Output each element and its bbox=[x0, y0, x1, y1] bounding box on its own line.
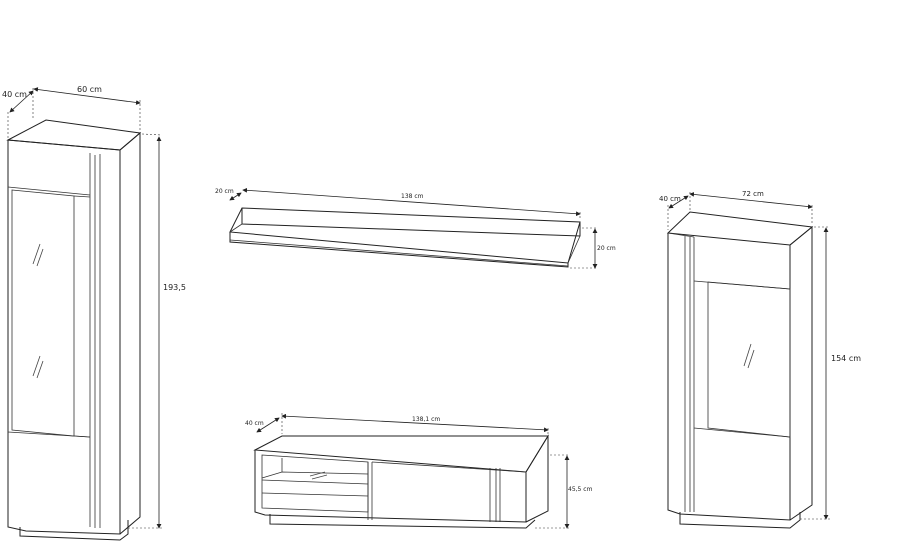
vitrine-width-label: 72 cm bbox=[742, 190, 764, 198]
vitrine-height-label: 154 cm bbox=[831, 354, 861, 363]
tall-cabinet: 40 cm 60 cm 193,5 bbox=[2, 85, 186, 541]
shelf-width-label: 138 cm bbox=[401, 193, 424, 200]
tv-depth-label: 40 cm bbox=[245, 420, 264, 427]
tall-height-label: 193,5 bbox=[163, 283, 186, 292]
tall-width-label: 60 cm bbox=[77, 85, 102, 94]
shelf-height-label: 20 cm bbox=[597, 245, 616, 252]
tv-height-label: 45,5 cm bbox=[568, 486, 593, 493]
tall-depth-label: 40 cm bbox=[2, 90, 27, 99]
shelf-depth-label: 20 cm bbox=[215, 188, 234, 195]
wall-shelf: 20 cm 138 cm 20 cm bbox=[215, 187, 616, 269]
tv-width-label: 138,1 cm bbox=[412, 416, 440, 423]
tv-stand: 40 cm 138,1 cm 45,5 cm bbox=[245, 413, 593, 529]
vitrine-depth-label: 40 cm bbox=[659, 195, 681, 203]
vitrine-cabinet: 40 cm 72 cm 154 cm bbox=[659, 190, 861, 529]
